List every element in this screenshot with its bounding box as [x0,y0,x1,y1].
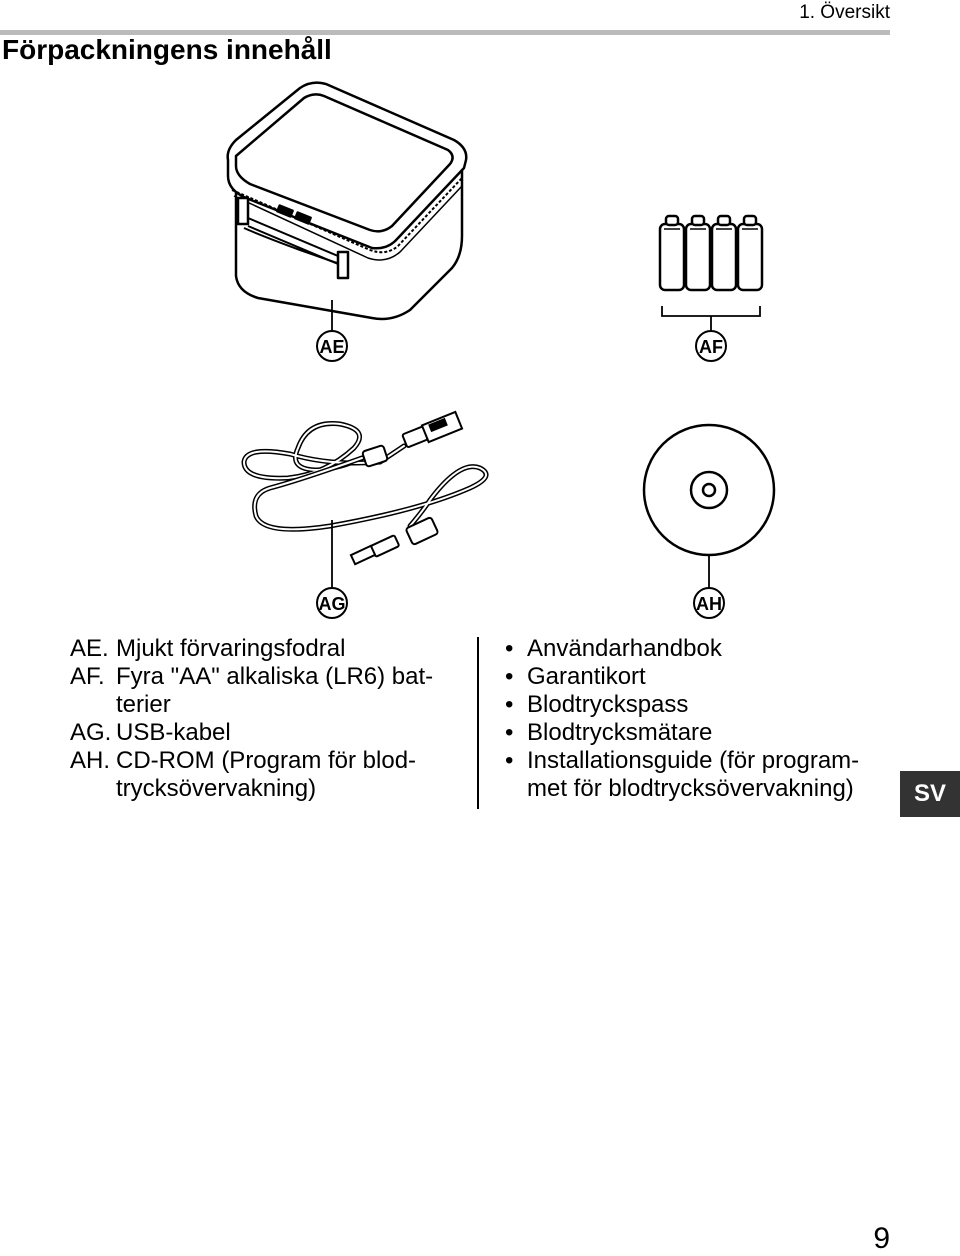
page-number: 9 [873,1222,890,1255]
item-line: Garantikort [527,663,646,690]
language-tab: SV [900,771,960,817]
label-af-badge: AF [695,330,727,362]
item-description: USB-kabel [116,719,460,747]
item-text: Garantikort [527,663,646,691]
item-description: Fyra "AA" alkaliska (LR6) bat- terier [116,663,460,719]
batteries-illustration [658,214,764,292]
list-item: • Installationsguide (för program- met f… [505,747,900,803]
item-text: Installationsguide (för program- met för… [527,747,859,803]
label-ae: AE [319,337,344,357]
list-item: AF. Fyra "AA" alkaliska (LR6) bat- terie… [70,663,460,719]
item-line: Blodtryckspass [527,691,689,718]
item-text: Användarhandbok [527,635,722,663]
bullet: • [505,663,514,690]
label-ag: AG [319,594,346,614]
item-line: met för blodtrycksövervakning) [527,775,854,802]
label-ag-badge: AG [316,587,348,619]
page-title: Förpackningens innehåll [2,34,332,65]
item-text: Blodtrycksmätare [527,719,712,747]
batteries-bracket [661,306,761,332]
label-ae-badge: AE [316,330,348,362]
column-divider [477,637,479,809]
section-header: 1. Översikt [799,2,890,23]
label-ah-badge: AH [693,587,725,619]
bullet: • [505,719,514,746]
bullet: • [505,635,514,662]
storage-case-illustration [226,81,468,321]
bullet: • [505,691,514,718]
item-line: Fyra "AA" alkaliska (LR6) bat- [116,663,434,690]
documentation-list: • Användarhandbok • Garantikort • Blodtr… [505,635,900,803]
item-description: CD-ROM (Program för blod- trycksövervakn… [116,747,460,803]
item-line: Blodtrycksmätare [527,719,713,746]
item-code: AG. [70,719,112,746]
item-line: trycksövervakning) [116,775,317,802]
bullet: • [505,747,514,774]
item-text: Blodtryckspass [527,691,688,719]
label-af: AF [699,337,723,357]
item-code: AF. [70,663,105,690]
contents-list: AE. Mjukt förvaringsfodral AF. Fyra "AA"… [70,635,460,803]
item-code: AE. [70,635,109,662]
list-item: • Garantikort [505,663,900,691]
cd-rom-illustration [642,423,776,557]
list-item: • Användarhandbok [505,635,900,663]
list-item: AG. USB-kabel [70,719,460,747]
usb-cable-illustration [241,421,489,532]
header-rule [0,30,890,35]
list-item: • Blodtryckspass [505,691,900,719]
package-contents-illustration: AE AF AG [226,81,776,619]
item-line: CD-ROM (Program för blod- [116,747,417,774]
item-line: Användarhandbok [527,635,722,662]
item-code: AH. [70,747,111,774]
item-line: Mjukt förvaringsfodral [116,635,346,662]
item-line: terier [116,691,171,718]
list-item: AH. CD-ROM (Program för blod- trycksöver… [70,747,460,803]
list-item: AE. Mjukt förvaringsfodral [70,635,460,663]
item-description: Mjukt förvaringsfodral [116,635,460,663]
list-item: • Blodtrycksmätare [505,719,900,747]
usb-connectors [349,410,464,566]
item-line: USB-kabel [116,719,231,746]
item-line: Installationsguide (för program- [527,747,860,774]
label-ah: AH [696,594,722,614]
